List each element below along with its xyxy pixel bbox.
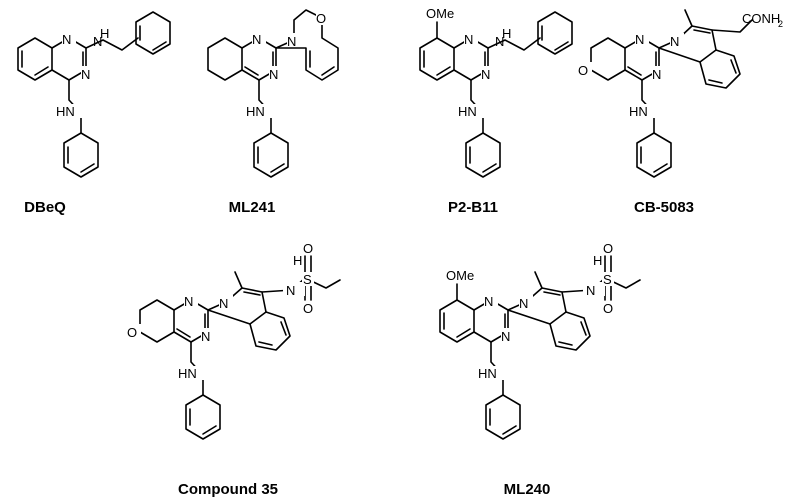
c35-n-indole: N <box>219 296 228 311</box>
dbeq-hn-lower: HN <box>56 104 75 119</box>
p2b11-n3: N <box>481 67 490 82</box>
p2b11-h-upper: H <box>502 26 511 41</box>
c35-o-top: O <box>303 241 313 256</box>
ml241-hn: HN <box>246 104 265 119</box>
caption-dbeq: DBeQ <box>24 199 66 216</box>
ml240-o-bottom: O <box>603 301 613 316</box>
cb5083-o: O <box>578 63 588 78</box>
ml241-n3: N <box>269 67 278 82</box>
ml240-n1: N <box>484 294 493 309</box>
cb5083-n1: N <box>635 32 644 47</box>
c35-hn: HN <box>178 366 197 381</box>
ml240-s: S <box>603 272 612 287</box>
structure-ml240: OMe N N N H N S O O HN <box>439 241 641 440</box>
dbeq-n-upper: N <box>93 34 102 49</box>
ml240-hn: HN <box>478 366 497 381</box>
caption-p2-b11: P2-B11 <box>448 199 498 216</box>
cb5083-conh: CONH <box>742 11 780 26</box>
p2b11-n-upper: N <box>495 34 504 49</box>
cb5083-hn: HN <box>629 104 648 119</box>
structure-compound-35: N N N O H N S O O HN <box>127 241 341 440</box>
ml240-h: H <box>593 253 602 268</box>
caption-ml240: ML240 <box>504 481 551 498</box>
structure-dbeq: N N H N HN <box>17 11 171 178</box>
structure-ml241: N N N O HN <box>207 9 339 178</box>
c35-n3: N <box>201 329 210 344</box>
p2b11-n1: N <box>464 32 473 47</box>
ml241-o: O <box>316 11 326 26</box>
caption-compound-35: Compound 35 <box>178 481 278 498</box>
c35-n-sulfonamide: N <box>286 283 295 298</box>
dbeq-n3: N <box>81 67 90 82</box>
structure-cb-5083: N N N O CONH 2 HN <box>578 9 783 178</box>
c35-h: H <box>293 253 302 268</box>
c35-n1: N <box>184 294 193 309</box>
p2b11-ome: OMe <box>426 6 454 21</box>
ml240-n-sulfonamide: N <box>586 283 595 298</box>
cb5083-n-indole: N <box>670 34 679 49</box>
cb5083-conh-sub: 2 <box>778 19 783 29</box>
caption-cb-5083: CB-5083 <box>634 199 694 216</box>
dbeq-n1: N <box>62 32 71 47</box>
ml240-o-top: O <box>603 241 613 256</box>
ml240-n3: N <box>501 329 510 344</box>
p2b11-hn: HN <box>458 104 477 119</box>
ml240-ome: OMe <box>446 268 474 283</box>
c35-o-bottom: O <box>303 301 313 316</box>
ml241-n1: N <box>252 32 261 47</box>
dbeq-nh-upper: H <box>100 26 109 41</box>
caption-ml241: ML241 <box>229 199 276 216</box>
ml240-n-indole: N <box>519 296 528 311</box>
c35-o-ring: O <box>127 325 137 340</box>
ml241-n-oxazine: N <box>287 34 296 49</box>
structure-p2-b11: OMe N N H N HN <box>419 6 573 178</box>
cb5083-n3: N <box>652 67 661 82</box>
c35-s: S <box>303 272 312 287</box>
